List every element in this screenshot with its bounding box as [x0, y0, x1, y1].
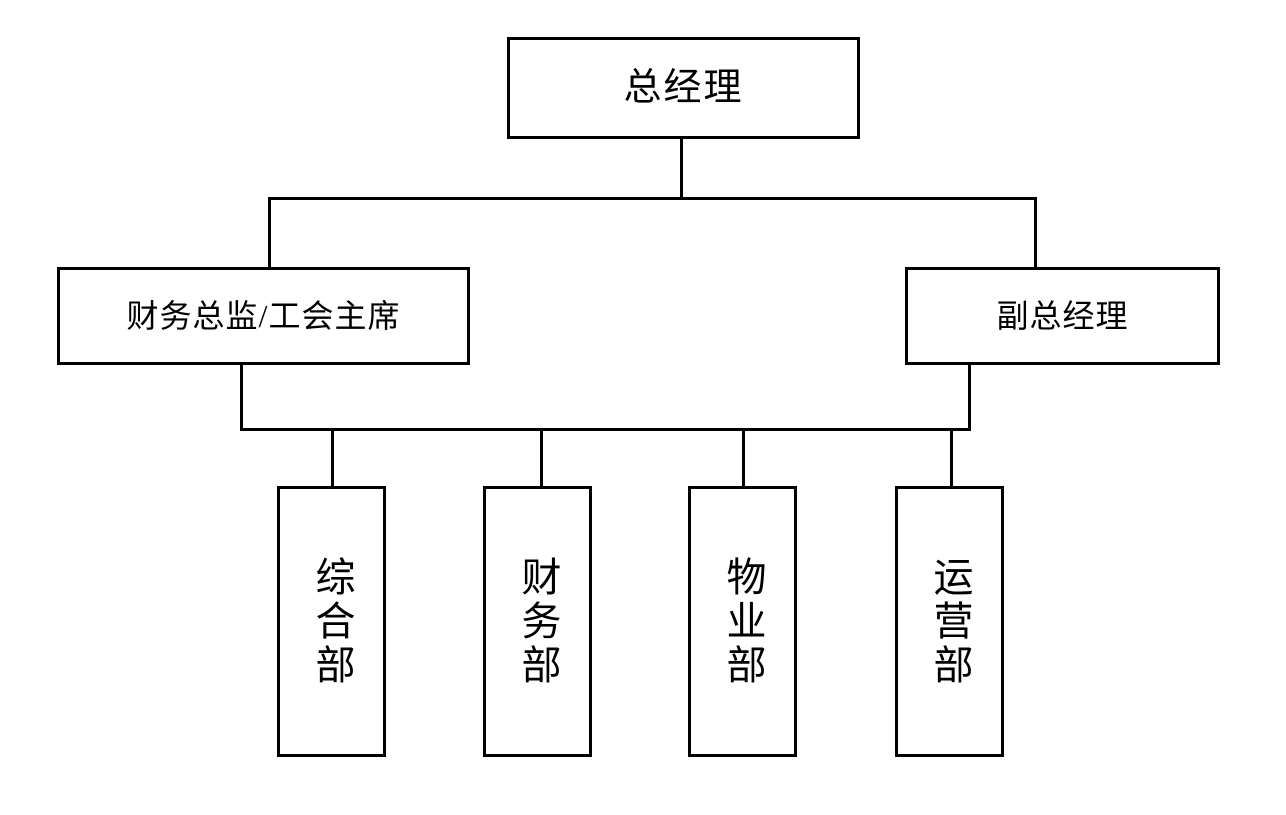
node-deputy-general-manager: 副总经理: [905, 267, 1220, 365]
node-label-general-manager: 总经理: [623, 67, 744, 109]
connector-bus-to-department-3: [950, 428, 953, 489]
node-label-department-finance: 财务部: [515, 555, 561, 688]
connector-bus-to-finance-director: [268, 197, 271, 270]
connector-upper-horizontal-bus: [268, 197, 1037, 200]
connector-lower-horizontal-bus: [240, 428, 971, 431]
node-label-deputy-general-manager: 副总经理: [996, 298, 1129, 334]
connector-bus-to-department-0: [331, 428, 334, 489]
connector-gm-to-bus: [680, 136, 683, 200]
node-department-general-affairs: 综合部: [277, 486, 386, 757]
node-label-department-general-affairs: 综合部: [309, 555, 355, 688]
node-department-operations: 运营部: [895, 486, 1004, 757]
connector-finance-director-to-lower-bus: [240, 362, 243, 431]
node-label-department-property: 物业部: [720, 555, 766, 688]
node-label-finance-director: 财务总监/工会主席: [126, 298, 401, 334]
connector-bus-to-deputy-general-manager: [1034, 197, 1037, 270]
connector-deputy-general-manager-to-lower-bus: [968, 362, 971, 431]
connector-bus-to-department-1: [540, 428, 543, 489]
node-general-manager: 总经理: [507, 37, 860, 139]
connector-bus-to-department-2: [742, 428, 745, 489]
node-department-finance: 财务部: [483, 486, 592, 757]
node-department-property: 物业部: [688, 486, 797, 757]
node-label-department-operations: 运营部: [927, 555, 973, 688]
node-finance-director: 财务总监/工会主席: [57, 267, 470, 365]
